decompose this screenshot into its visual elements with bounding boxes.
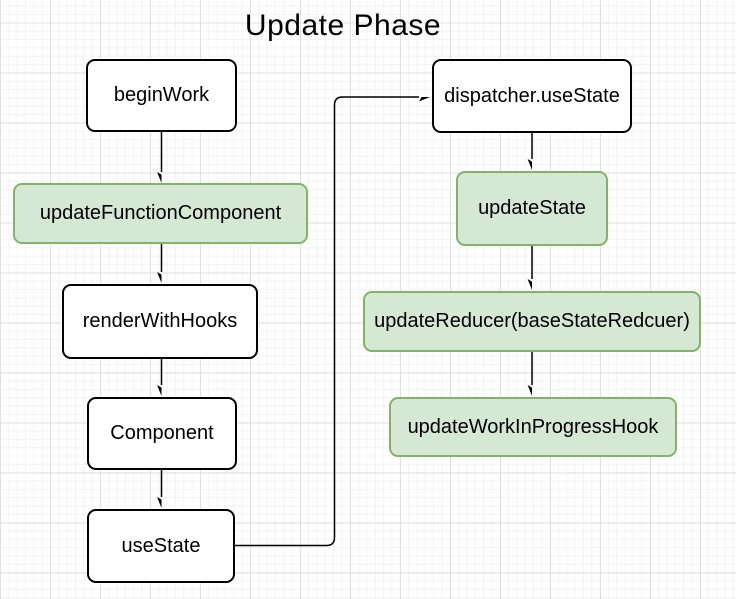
node-beginwork[interactable]: beginWork: [86, 59, 237, 132]
node-renderwithhooks[interactable]: renderWithHooks: [62, 284, 258, 359]
edge-usestate-to-dispatcher-usestate: [235, 96, 419, 547]
node-updatefunctioncomponent[interactable]: updateFunctionComponent: [13, 183, 308, 244]
node-dispatcher-usestate[interactable]: dispatcher.useState: [432, 59, 632, 133]
node-usestate[interactable]: useState: [87, 509, 235, 583]
node-updateworkinprogresshook[interactable]: updateWorkInProgressHook: [389, 397, 677, 457]
node-updatestate[interactable]: updateState: [456, 171, 608, 246]
diagram-title: Update Phase: [244, 9, 442, 42]
node-updatereducer[interactable]: updateReducer(baseStateRedcuer): [363, 291, 701, 352]
node-component[interactable]: Component: [87, 397, 237, 470]
